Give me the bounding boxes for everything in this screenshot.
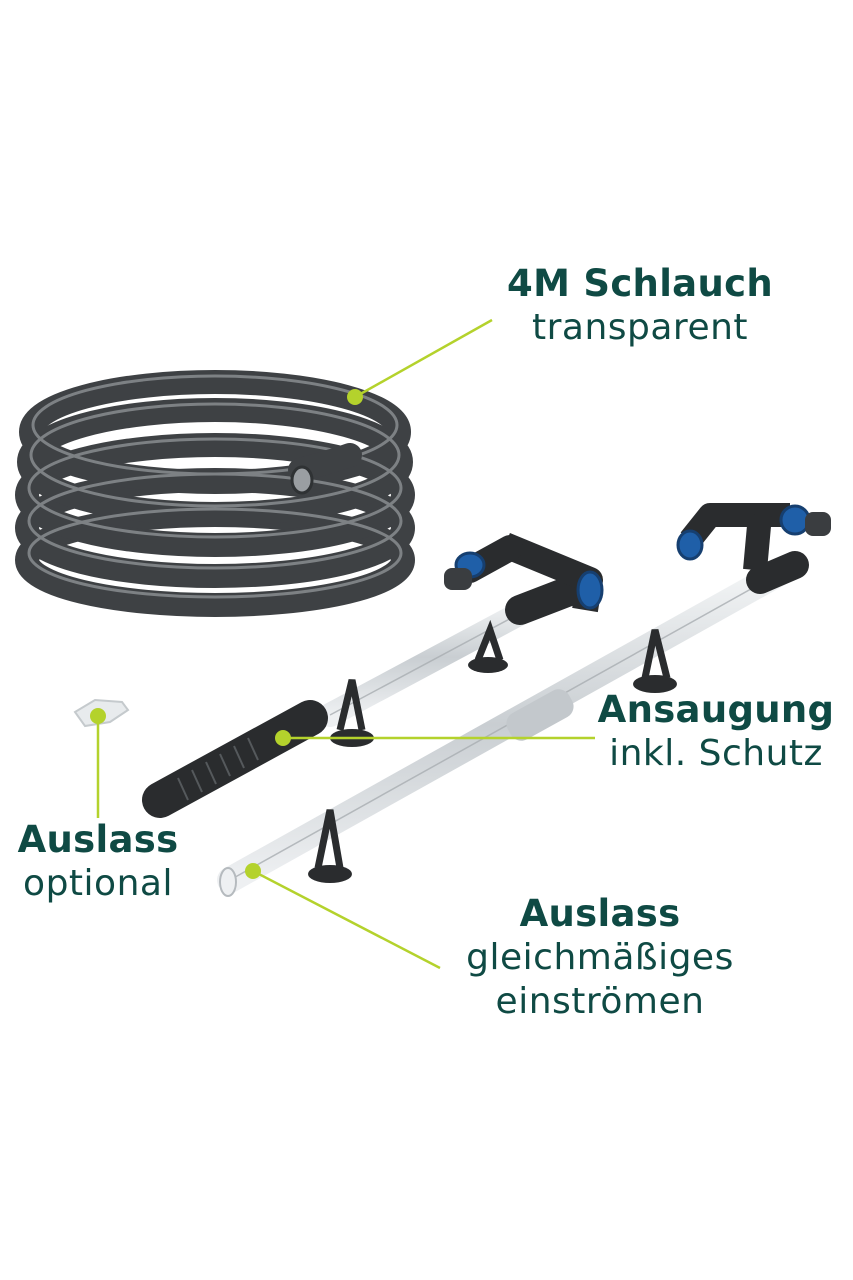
hose-subtitle: transparent	[531, 307, 749, 349]
intake-title: Ansaugung	[597, 688, 835, 731]
intake-label: Ansaugung inkl. Schutz	[585, 688, 847, 776]
outlet-even-label: Auslass gleichmäßiges einströmen	[440, 892, 760, 1023]
outlet-even-subtitle-line1: gleichmäßiges	[466, 937, 734, 979]
outlet-pipe-image	[217, 503, 831, 897]
intake-subtitle: inkl. Schutz	[609, 733, 823, 775]
outlet-optional-label: Auslass optional	[8, 818, 188, 906]
callout-lines	[96, 318, 595, 970]
hose-title: 4M Schlauch	[507, 262, 773, 305]
coiled-hose-image	[15, 370, 415, 617]
outlet-even-subtitle-line2: einströmen	[495, 980, 705, 1022]
outlet-optional-subtitle: optional	[23, 863, 173, 905]
callout-dots	[90, 389, 363, 879]
outlet-optional-title: Auslass	[17, 818, 179, 861]
hose-label: 4M Schlauch transparent	[490, 262, 790, 350]
outlet-even-title: Auslass	[519, 892, 681, 935]
